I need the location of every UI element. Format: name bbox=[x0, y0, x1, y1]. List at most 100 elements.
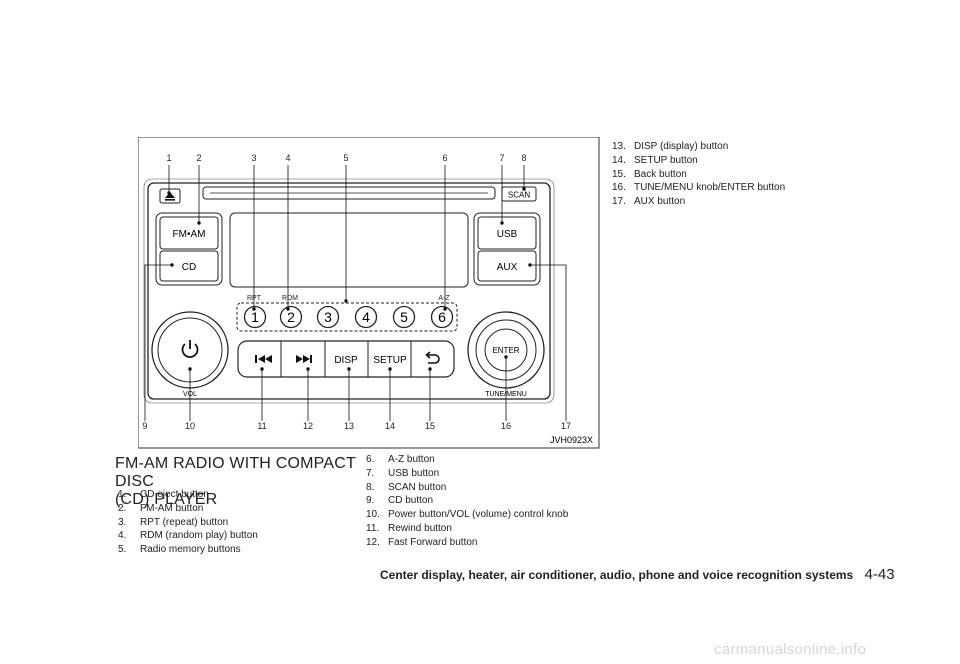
cd-button[interactable] bbox=[159, 250, 219, 282]
cd-label: CD bbox=[182, 262, 196, 273]
item-number: 8. bbox=[366, 481, 375, 493]
callout-15: 15 bbox=[425, 421, 435, 431]
preset-button-4[interactable]: 4 bbox=[354, 305, 378, 329]
preset-label-4: 4 bbox=[362, 309, 370, 325]
item-number: 12. bbox=[366, 536, 380, 548]
rewind-icon bbox=[255, 355, 272, 363]
item-text: Back button bbox=[634, 168, 687, 180]
item-number: 16. bbox=[612, 182, 626, 194]
list-item: 10. Power button/VOL (volume) control kno… bbox=[366, 508, 568, 522]
list-item: 17.AUX button bbox=[612, 195, 785, 209]
preset-label-1: 1 bbox=[251, 309, 259, 325]
callout-8: 8 bbox=[521, 153, 526, 163]
item-text: SETUP button bbox=[634, 154, 698, 166]
preset-group bbox=[236, 302, 458, 332]
callout-5: 5 bbox=[343, 153, 348, 163]
item-number: 10. bbox=[366, 509, 380, 521]
usb-button[interactable] bbox=[477, 216, 537, 250]
list-item: 2.FM-AM button bbox=[118, 502, 258, 516]
list-item: 13.DISP (display) button bbox=[612, 140, 785, 154]
preset-label-3: 3 bbox=[324, 309, 332, 325]
item-list-col2: 6.A-Z button 7.USB button 8.SCAN button … bbox=[366, 453, 568, 550]
section-heading-line2: (CD) PLAYER bbox=[115, 491, 218, 508]
callout-13: 13 bbox=[344, 421, 354, 431]
item-number: 17. bbox=[612, 196, 626, 208]
item-number: 6. bbox=[366, 454, 375, 465]
aux-label: AUX bbox=[497, 262, 518, 273]
back-button[interactable] bbox=[411, 342, 453, 376]
item-text: TUNE/MENU knob/ENTER button bbox=[634, 182, 786, 194]
callout-16: 16 bbox=[501, 421, 511, 431]
item-text: A-Z button bbox=[388, 454, 435, 465]
fast-forward-icon bbox=[296, 355, 312, 363]
callout-6: 6 bbox=[442, 153, 447, 163]
preset-label-2: 2 bbox=[287, 309, 295, 325]
item-number: 15. bbox=[612, 168, 626, 180]
list-item: 6. A-Z button bbox=[366, 453, 568, 467]
list-item: 8. SCAN button bbox=[366, 481, 568, 495]
item-text: Rewind button bbox=[388, 522, 452, 534]
callout-2: 2 bbox=[196, 153, 201, 163]
preset-button-3[interactable]: 3 bbox=[316, 305, 340, 329]
item-text: CD button bbox=[388, 495, 434, 507]
callout-17: 17 bbox=[561, 421, 571, 431]
list-item: 7.USB button bbox=[366, 467, 568, 481]
radio-unit-diagram: 1 2 3 4 5 6 7 8 9 10 11 12 13 14 15 16 1… bbox=[138, 137, 600, 449]
bottom-button-bar bbox=[237, 340, 455, 378]
item-text: SCAN button bbox=[388, 481, 447, 493]
preset-button-1[interactable]: 1 bbox=[243, 305, 267, 329]
list-item: 16. TUNE/MENU knob/ENTER button bbox=[612, 181, 785, 195]
callout-1: 1 bbox=[166, 153, 171, 163]
item-number: 14. bbox=[612, 154, 626, 166]
preset-button-5[interactable]: 5 bbox=[392, 305, 416, 329]
preset-label-6: 6 bbox=[438, 309, 446, 325]
usb-label: USB bbox=[497, 229, 518, 240]
item-list-col3: 13.DISP (display) button 14. SETUP button… bbox=[612, 140, 785, 209]
figure-code: JVH0923X bbox=[550, 435, 593, 445]
callout-11: 11 bbox=[257, 421, 266, 431]
item-text: RPT (repeat) button bbox=[140, 516, 229, 528]
setup-label: SETUP bbox=[373, 355, 407, 366]
item-text: RDM (random play) button bbox=[140, 530, 258, 542]
watermark: carmanualsonline.info bbox=[714, 641, 867, 658]
list-item: 15. Back button bbox=[612, 168, 785, 182]
rdm-label: RDM bbox=[282, 295, 298, 302]
fm-am-label: FM•AM bbox=[173, 229, 206, 240]
preset-button-2[interactable]: 2 bbox=[279, 305, 303, 329]
item-number: 13. bbox=[612, 141, 626, 152]
back-icon bbox=[425, 351, 440, 364]
display-screen bbox=[229, 212, 469, 288]
aux-button[interactable] bbox=[477, 250, 537, 282]
footer-section-title: Center display, heater, air conditioner,… bbox=[380, 568, 854, 582]
item-text: Power button/VOL (volume) control knob bbox=[388, 509, 569, 521]
item-text: Fast Forward button bbox=[388, 536, 478, 548]
item-number: 7. bbox=[366, 467, 375, 479]
item-number: 2. bbox=[118, 502, 127, 514]
page-number: 4-43 bbox=[864, 566, 895, 583]
item-number: 9. bbox=[366, 495, 375, 507]
list-item: 4. RDM (random play) button bbox=[118, 529, 258, 543]
fm-am-button[interactable] bbox=[159, 216, 219, 250]
list-item: 3. RPT (repeat) button bbox=[118, 516, 258, 530]
list-item: 14. SETUP button bbox=[612, 154, 785, 168]
callout-10: 10 bbox=[185, 421, 195, 431]
preset-label-5: 5 bbox=[400, 309, 408, 325]
list-item: 12. Fast Forward button bbox=[366, 536, 568, 550]
section-heading-line1: FM-AM RADIO WITH COMPACT DISC bbox=[115, 455, 356, 490]
eject-icon bbox=[165, 192, 175, 201]
list-item: 1.CD eject button bbox=[118, 488, 258, 502]
callout-4: 4 bbox=[285, 153, 290, 163]
item-number: 4. bbox=[118, 530, 127, 542]
az-label: A-Z bbox=[438, 295, 450, 302]
item-number: 3. bbox=[118, 516, 127, 528]
enter-label: ENTER bbox=[492, 346, 519, 355]
item-list-col1: 1.CD eject button 2.FM-AM button 3. RPT (… bbox=[118, 488, 258, 557]
power-icon bbox=[181, 340, 199, 358]
list-item: 5.Radio memory buttons bbox=[118, 543, 258, 557]
callout-3: 3 bbox=[251, 153, 256, 163]
section-heading: FM-AM RADIO WITH COMPACT DISC (CD) PLAYE… bbox=[115, 455, 365, 509]
item-text: Radio memory buttons bbox=[140, 544, 241, 556]
item-number: 1. bbox=[118, 489, 127, 500]
scan-label: SCAN bbox=[508, 191, 530, 200]
preset-button-6[interactable]: 6 bbox=[430, 305, 454, 329]
